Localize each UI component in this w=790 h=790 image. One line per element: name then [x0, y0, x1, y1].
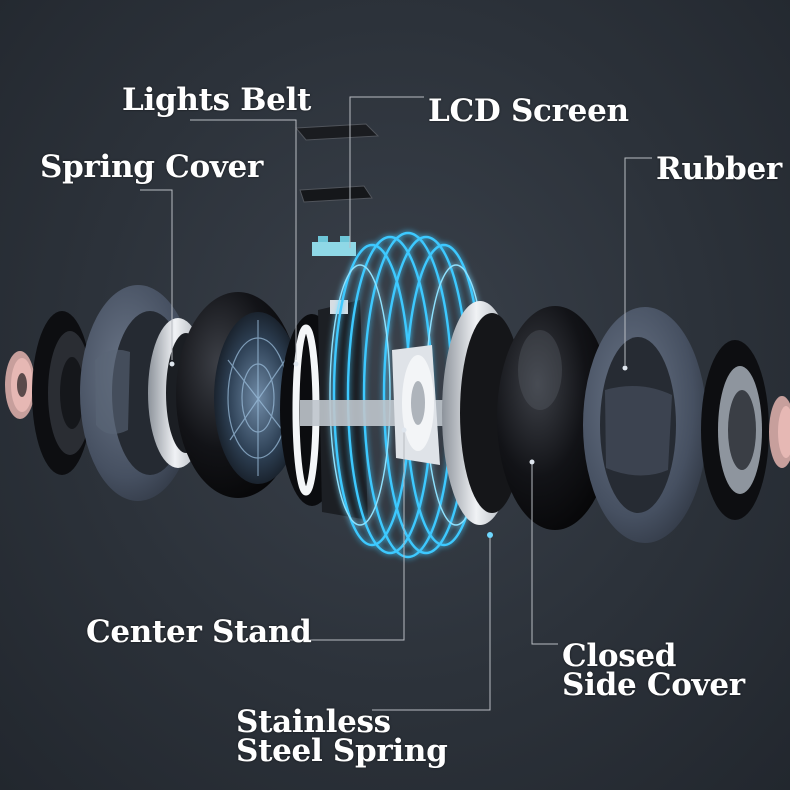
leader-line-lcd [350, 97, 424, 248]
label-spring-cover: Spring Cover [40, 153, 263, 182]
rubber-part [583, 307, 707, 543]
label-lcd-screen: LCD Screen [428, 97, 629, 126]
lcd-screen-part [296, 124, 378, 256]
label-lights-belt: Lights Belt [122, 86, 311, 115]
leader-line-spring [372, 535, 490, 710]
right-side-disk [701, 340, 769, 520]
label-closed-side-cover: Closed Side Cover [562, 642, 745, 700]
label-center-stand: Center Stand [86, 618, 312, 647]
right-end-cap [769, 396, 790, 468]
left-end-cap [5, 351, 35, 419]
label-closed-side-cover-line2: Side Cover [562, 671, 745, 700]
label-stainless-steel-spring-line2: Steel Spring [236, 737, 448, 766]
label-rubber: Rubber [656, 155, 782, 184]
label-stainless-steel-spring: Stainless Steel Spring [236, 708, 448, 766]
